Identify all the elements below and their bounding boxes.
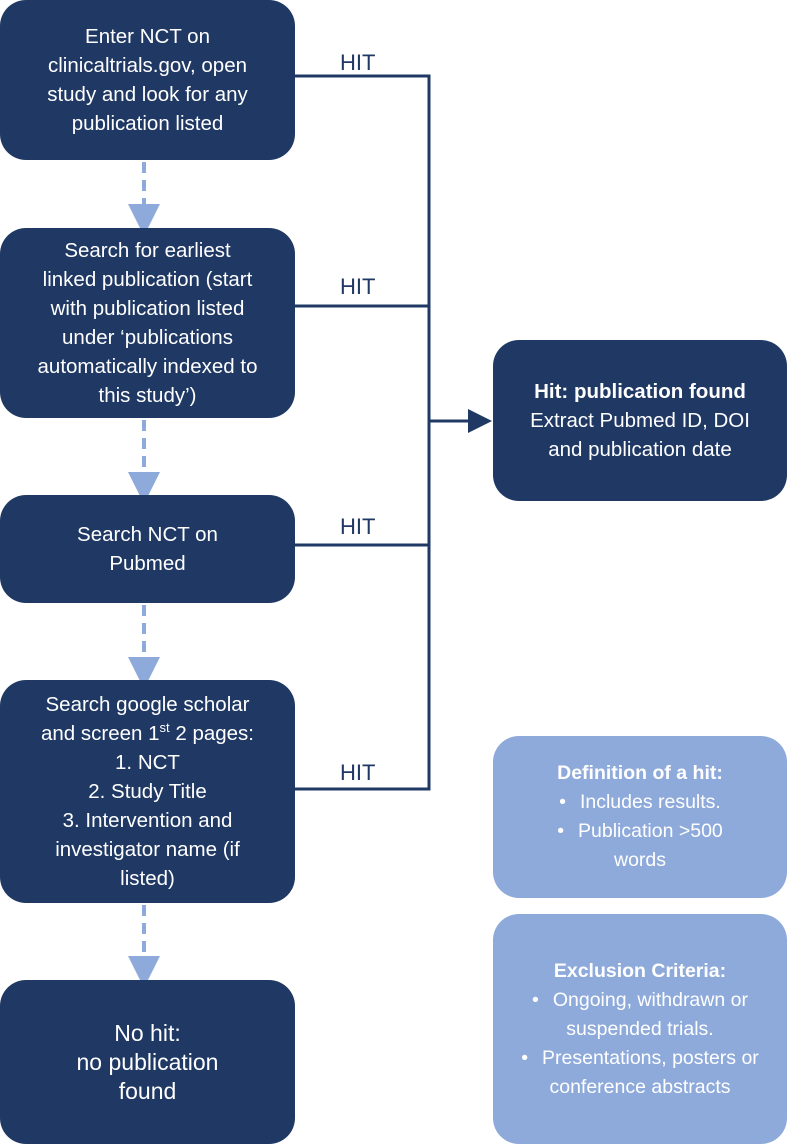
hit-label: HIT — [340, 274, 376, 299]
exclusion-item-continuation: suspended trials. — [566, 1017, 714, 1040]
step3-box: Search NCT on Pubmed — [0, 495, 295, 603]
exclusion-title: Exclusion Criteria: — [553, 959, 727, 982]
result-line: Extract Pubmed ID, DOI — [530, 409, 750, 432]
result-line: and publication date — [548, 438, 732, 461]
step4-item: listed) — [120, 867, 175, 890]
superscript: st — [159, 720, 170, 736]
step2-line: with publication listed — [50, 297, 245, 320]
step4-item: 3. Intervention and — [62, 809, 233, 832]
step4-item: 1. NCT — [115, 751, 180, 774]
definition-item-continuation: words — [613, 849, 667, 871]
step4-line-text: 2 pages: — [169, 722, 254, 745]
step4-box: Search google scholar and screen 1st 2 p… — [0, 680, 295, 903]
bullet-icon: • — [557, 820, 565, 842]
step4-line: Search google scholar — [45, 693, 250, 716]
result-box: Hit: publication found Extract Pubmed ID… — [493, 340, 787, 501]
no-hit-line: no publication — [76, 1048, 219, 1075]
hit-label: HIT — [340, 760, 376, 785]
step1-line: clinicaltrials.gov, open — [47, 54, 248, 77]
definition-item-text: Includes results. — [579, 791, 721, 813]
exclusion-item-text: Ongoing, withdrawn or — [552, 988, 748, 1011]
bullet-icon: • — [559, 791, 566, 813]
no-hit-line: No hit: — [114, 1019, 181, 1046]
step3-line: Pubmed — [109, 552, 186, 575]
step3-line: Search NCT on — [77, 523, 218, 546]
step4-line-text: and screen 1 — [41, 722, 160, 745]
step2-line: automatically indexed to — [37, 355, 258, 378]
step1-line: Enter NCT on — [85, 25, 210, 48]
step4-item: 2. Study Title — [88, 780, 207, 803]
step4-line: and screen 1st 2 pages: — [41, 719, 254, 748]
no-hit-line: found — [118, 1077, 177, 1104]
bullet-icon: • — [532, 988, 539, 1011]
no-hit-box: No hit: no publication found — [0, 980, 295, 1144]
step2-box: Search for earliest linked publication (… — [0, 228, 295, 418]
step2-line: linked publication (start — [42, 268, 253, 291]
definition-title: Definition of a hit: — [557, 762, 723, 784]
exclusion-item-continuation: conference abstracts — [549, 1075, 731, 1098]
definition-item: • Publication >500 — [557, 817, 723, 846]
exclusion-box: Exclusion Criteria: • Ongoing, withdrawn … — [493, 914, 787, 1144]
definition-box: Definition of a hit: •Includes results. … — [493, 736, 787, 898]
step2-line: under ‘publications — [62, 326, 233, 349]
step1-line: study and look for any — [47, 83, 248, 106]
hit-label: HIT — [340, 514, 376, 539]
step2-line: this study’) — [98, 384, 197, 407]
step4-item: investigator name (if — [55, 838, 240, 861]
result-title: Hit: publication found — [534, 380, 746, 403]
exclusion-item-text: Presentations, posters or — [542, 1046, 759, 1069]
step2-line: Search for earliest — [64, 239, 231, 262]
exclusion-item: • Ongoing, withdrawn or — [532, 986, 748, 1015]
exclusion-item: • Presentations, posters or — [521, 1044, 759, 1073]
bullet-icon: • — [521, 1046, 529, 1069]
definition-item: • Includes results. — [559, 788, 721, 817]
step1-line: publication listed — [71, 112, 224, 135]
step1-box: Enter NCT on clinicaltrials.gov, open st… — [0, 0, 295, 160]
definition-item-text: Publication >500 — [578, 820, 723, 842]
hit-label: HIT — [340, 50, 376, 75]
